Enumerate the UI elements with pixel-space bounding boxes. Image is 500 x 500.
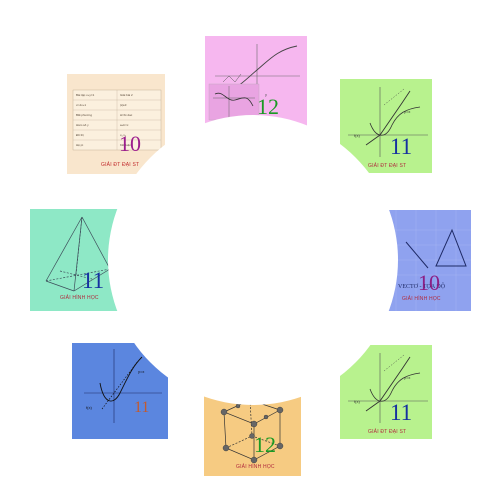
card-grade-12-calculus[interactable]: y 12	[205, 36, 307, 132]
svg-text:y: y	[265, 92, 267, 97]
grade-number: 10	[418, 270, 440, 295]
card-grade-11-graph[interactable]: f(x) y=x 11	[72, 343, 168, 439]
svg-text:Δ=b²-4ac: Δ=b²-4ac	[120, 113, 133, 117]
function-graph-icon: y	[208, 44, 300, 121]
svg-text:a+b=c: a+b=c	[120, 123, 129, 127]
card-caption: GIẢI HÌNH HỌC	[60, 295, 99, 301]
svg-text:Hệ pt: Hệ pt	[76, 143, 83, 147]
card-grade-10-geometry[interactable]: VECTƠ - TỌA ĐỘ 10 GIẢI HÌNH HỌC	[376, 210, 471, 311]
card-caption: GIẢI HÌNH HỌC	[402, 296, 441, 302]
grade-number: 10	[119, 131, 141, 156]
svg-text:|x|≤3: |x|≤3	[120, 103, 127, 107]
svg-text:f(x): f(x)	[354, 399, 360, 404]
svg-text:y=x: y=x	[138, 369, 144, 374]
svg-text:Giải bài 2: Giải bài 2	[120, 93, 133, 97]
grade-number: 11	[390, 400, 413, 425]
card-caption: GIẢI ĐT ĐẠI ST	[368, 163, 407, 169]
function-graph-icon: f(x) y=x	[84, 349, 162, 423]
svg-text:f(x): f(x)	[354, 133, 360, 138]
grade-number: 12	[257, 94, 279, 119]
function-graph-icon: y=x f(x)	[348, 353, 428, 423]
grade-number: 11	[390, 134, 413, 159]
svg-text:Bài tập x+y=1: Bài tập x+y=1	[76, 93, 95, 97]
card-caption: GIẢI ĐT ĐẠI ST	[101, 162, 140, 168]
pyramid-icon	[45, 216, 111, 292]
svg-text:Bất phương: Bất phương	[76, 113, 92, 117]
svg-text:Đồ thị: Đồ thị	[76, 133, 84, 137]
svg-text:x²-2x+1: x²-2x+1	[76, 103, 86, 107]
grade-number: 11	[82, 268, 105, 293]
grade-number: 12	[254, 432, 276, 457]
table-sheet-icon: Bài tập x+y=1 Giải bài 2 x²-2x+1 |x|≤3 B…	[72, 89, 162, 151]
grade-number: 11	[134, 399, 150, 416]
svg-text:f(x): f(x)	[86, 405, 92, 410]
card-grade-12-geometry[interactable]: 12 GIẢI HÌNH HỌC	[204, 376, 301, 476]
card-grade-11-algebra-2[interactable]: y=x f(x) 11 GIẢI ĐT ĐẠI ST	[340, 345, 432, 439]
svg-text:y=x: y=x	[404, 375, 410, 380]
card-caption: GIẢI ĐT ĐẠI ST	[368, 429, 407, 435]
svg-text:Hàm số y: Hàm số y	[76, 123, 89, 127]
vector-label: VECTƠ - TỌA ĐỘ	[398, 282, 446, 290]
card-grade-11-algebra[interactable]: y=x f(x) 11 GIẢI ĐT ĐẠI ST	[340, 79, 432, 173]
svg-text:y=x: y=x	[404, 109, 410, 114]
card-caption: GIẢI HÌNH HỌC	[236, 464, 275, 470]
function-graph-icon: y=x f(x)	[348, 87, 428, 157]
card-grade-10-algebra[interactable]: Bài tập x+y=1 Giải bài 2 x²-2x+1 |x|≤3 B…	[67, 74, 165, 174]
card-grade-11-geometry[interactable]: 11 GIẢI HÌNH HỌC	[30, 209, 124, 311]
molecule-cube-icon	[220, 396, 284, 464]
